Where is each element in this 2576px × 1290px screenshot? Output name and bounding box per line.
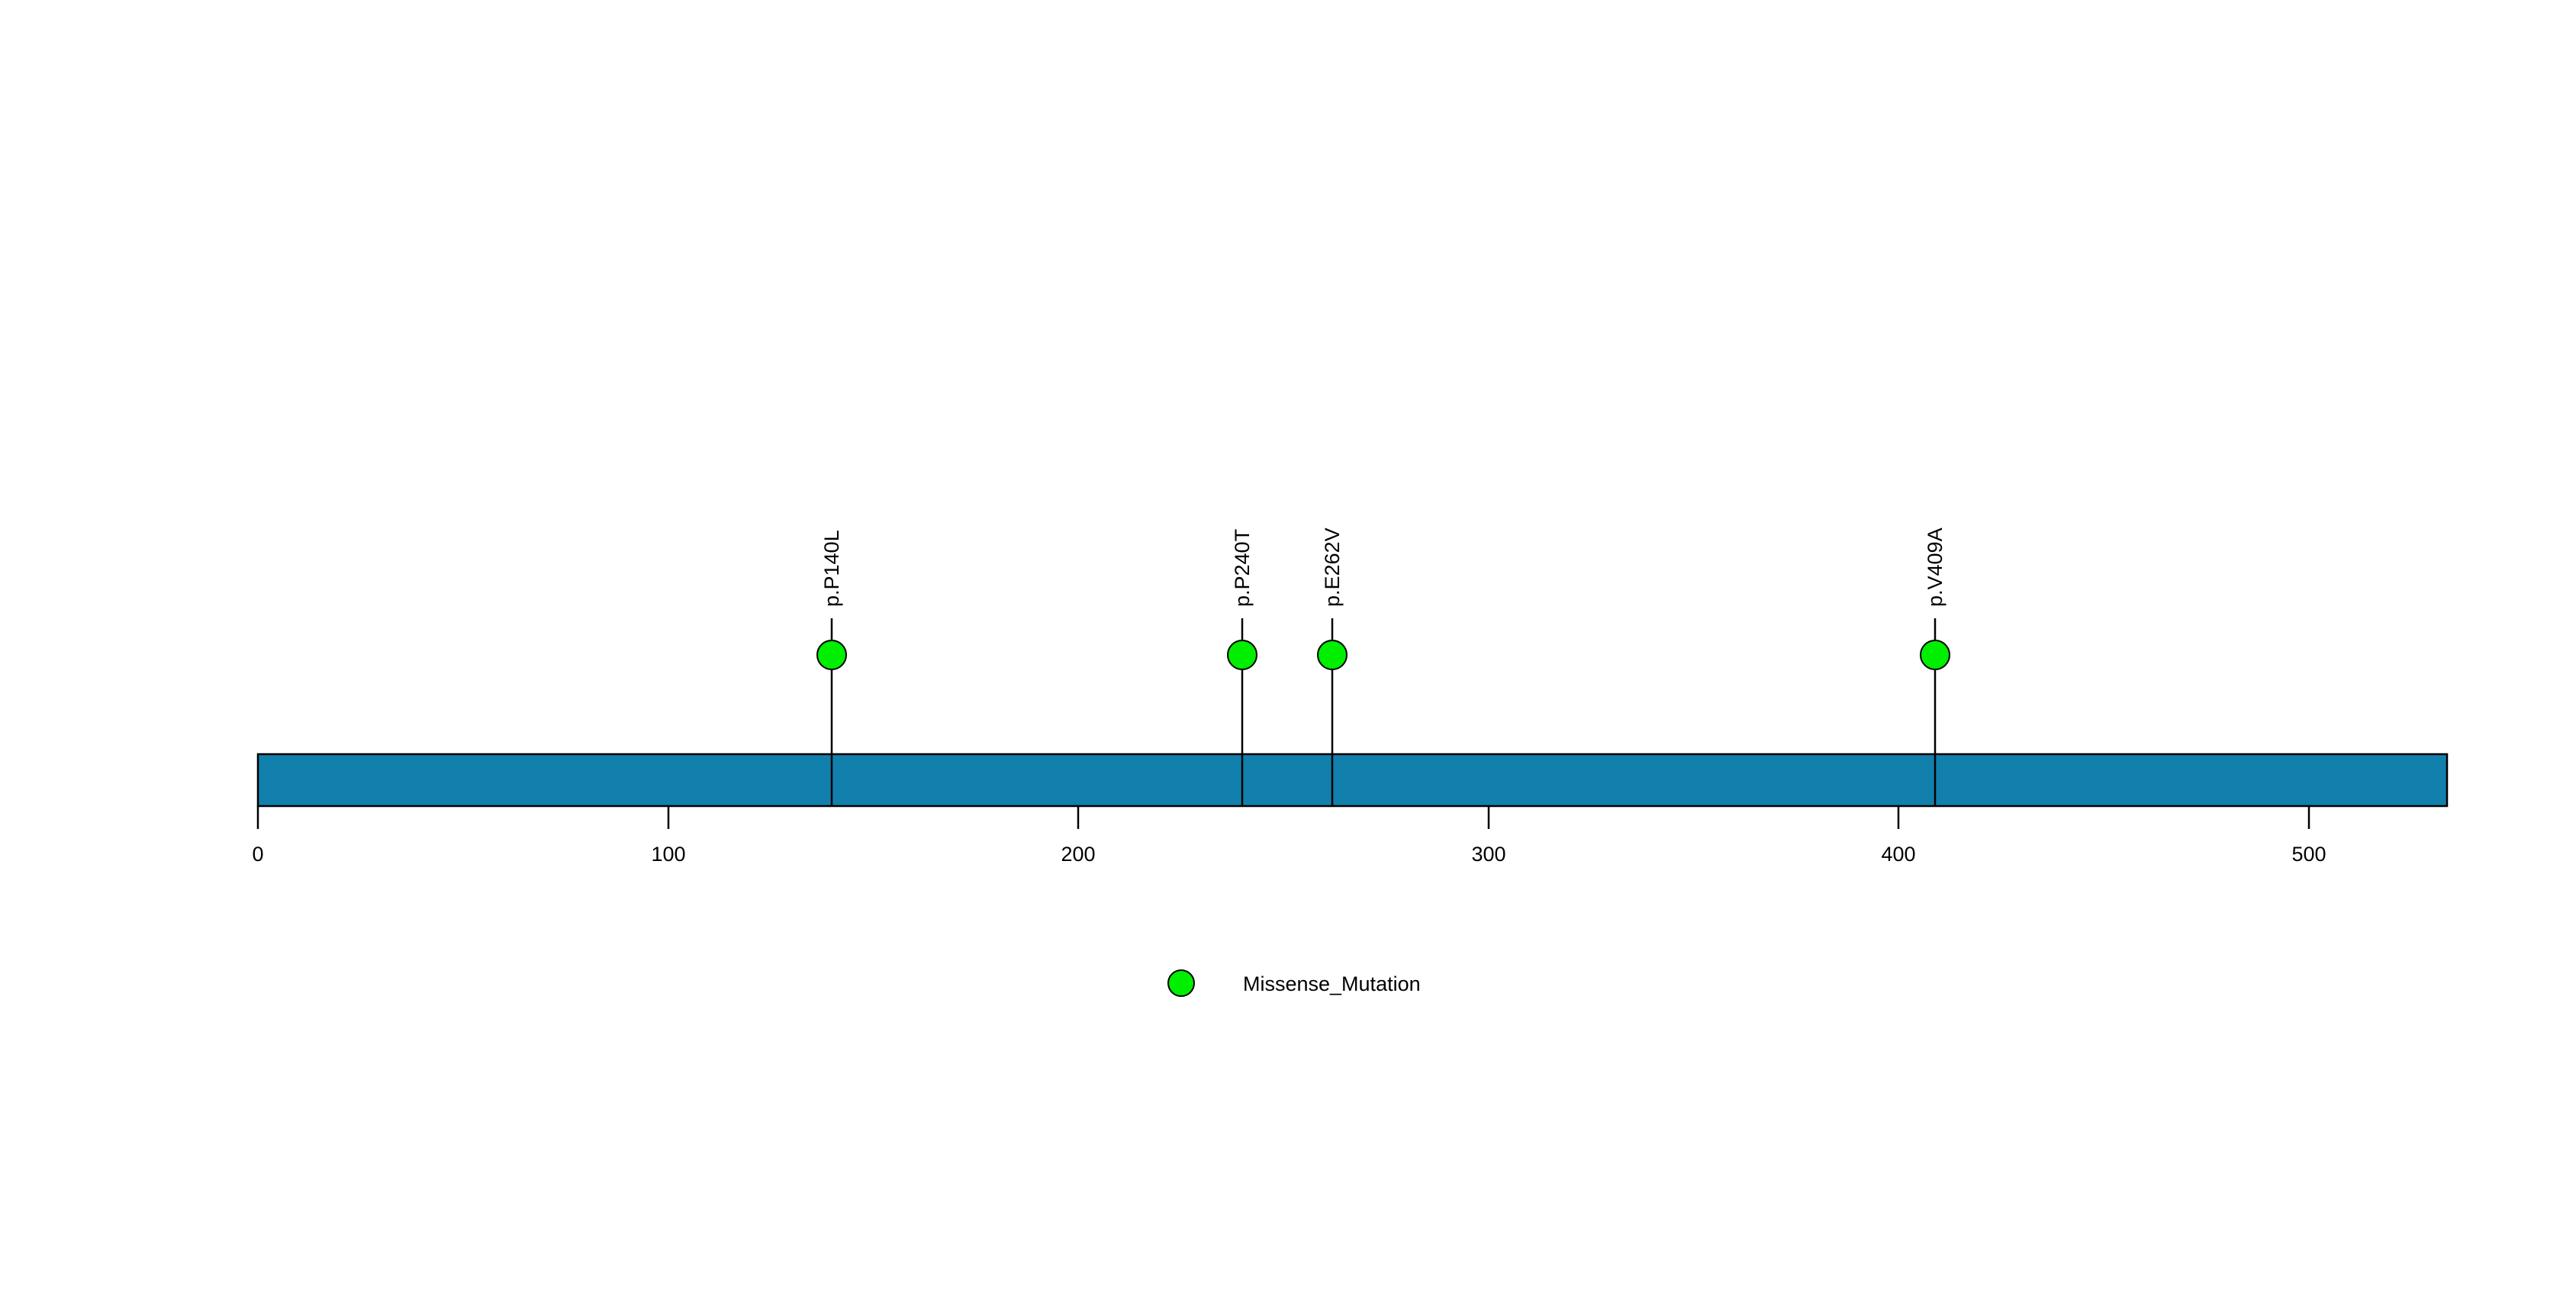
x-axis-ticks-group <box>256 806 2310 829</box>
mutation-labels-group: p.P140L p.P240T p.E262V p.V409A <box>820 527 1946 607</box>
mutation-label-p-p240t: p.P240T <box>1231 529 1254 607</box>
legend-label-missense-mutation: Missense_Mutation <box>1243 972 1421 995</box>
axis-tick-label-400: 400 <box>1881 843 1915 866</box>
legend: Missense_Mutation <box>1167 969 1421 997</box>
protein-backbone-group <box>256 753 2449 808</box>
mutation-label-p-e262v: p.E262V <box>1321 527 1344 607</box>
mutation-label-p-p140l: p.P140L <box>820 530 843 607</box>
lollipop-markers-group <box>816 640 1950 670</box>
protein-domain-bar[interactable] <box>256 753 2449 808</box>
mutation-marker-p-p140l[interactable] <box>816 640 847 670</box>
axis-tick-label-300: 300 <box>1471 843 1505 866</box>
mutation-marker-p-p240t[interactable] <box>1227 640 1257 670</box>
axis-tick-label-0: 0 <box>252 843 263 866</box>
axis-tick-label-100: 100 <box>651 843 685 866</box>
axis-tick-label-500: 500 <box>2291 843 2326 866</box>
axis-tick-label-200: 200 <box>1061 843 1095 866</box>
mutation-label-p-v409a: p.V409A <box>1924 527 1946 607</box>
mutation-marker-p-v409a[interactable] <box>1920 640 1950 670</box>
x-axis-tick-labels-group: 0 100 200 300 400 500 <box>252 843 2326 866</box>
legend-swatch-missense-mutation[interactable] <box>1167 969 1195 997</box>
mutation-marker-p-e262v[interactable] <box>1317 640 1348 670</box>
